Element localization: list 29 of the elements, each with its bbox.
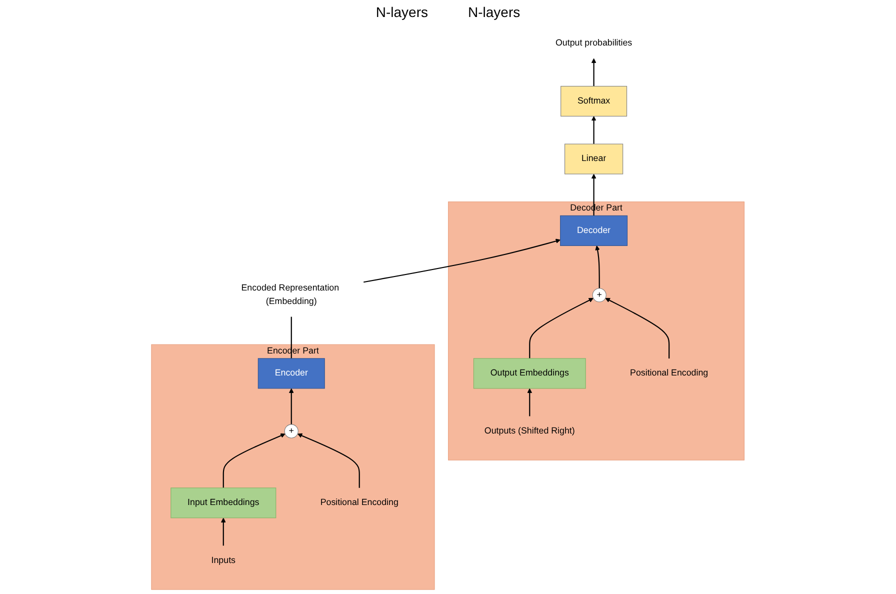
layer-count-note: N-layers <box>376 4 428 20</box>
arrow <box>298 433 360 488</box>
node-box: Input Embeddings <box>170 488 276 518</box>
node-circle: + <box>284 424 299 438</box>
arrow <box>592 116 596 144</box>
node-box: Encoder <box>258 358 326 389</box>
connector <box>290 316 292 358</box>
arrow <box>364 238 561 283</box>
arrow <box>595 245 600 288</box>
layer-count-note: N-layers <box>468 4 520 20</box>
node-text: Inputs <box>211 556 236 566</box>
node-box: Decoder <box>560 215 628 246</box>
node-box: Linear <box>564 144 624 174</box>
arrow <box>527 388 532 416</box>
node-text: Output probabilities <box>556 38 632 48</box>
node-box: Softmax <box>560 86 628 116</box>
arrow <box>221 518 226 546</box>
arrow <box>529 298 594 358</box>
arrow <box>289 388 294 424</box>
arrow <box>592 174 596 216</box>
arrow <box>592 58 596 86</box>
arrow <box>605 298 670 358</box>
node-text: Positional Encoding <box>320 498 399 508</box>
node-circle: + <box>592 288 607 302</box>
node-text: Outputs (Shifted Right) <box>484 426 576 436</box>
node-text: Positional Encoding <box>630 368 708 378</box>
arrow <box>222 433 286 488</box>
node-box: Output Embeddings <box>474 358 586 389</box>
node-text: Encoded Representation (Embedding) <box>241 283 340 306</box>
